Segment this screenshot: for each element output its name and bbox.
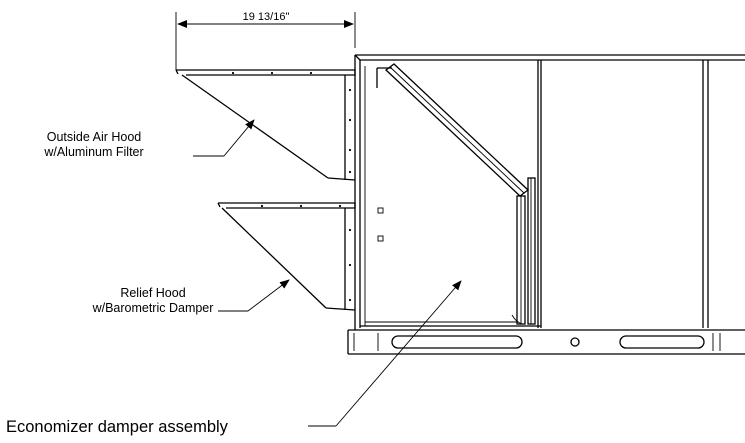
leader-relief-hood — [247, 279, 290, 312]
hood-screw — [348, 88, 352, 92]
leader-outside-air-hood — [223, 119, 255, 157]
relief-top-flange — [218, 202, 356, 209]
callout-economizer: Economizer damper assembly — [6, 280, 462, 436]
lifting-hole — [570, 337, 580, 347]
callout-relief-hood: Relief Hood w/Barometric Damper — [92, 279, 290, 315]
outside-air-hood — [175, 69, 356, 181]
hood-lip — [175, 69, 179, 75]
mount-bolt — [377, 207, 384, 214]
relief-screw — [260, 204, 264, 208]
damper-hook — [511, 314, 523, 325]
callout-outside-air-hood-line1: Outside Air Hood — [47, 130, 142, 144]
leader-economizer — [335, 280, 462, 427]
hood-screw — [231, 71, 235, 75]
callout-relief-hood-line1: Relief Hood — [120, 286, 185, 300]
relief-screw — [299, 204, 303, 208]
hood-screw — [309, 71, 313, 75]
hood-screw — [348, 148, 352, 152]
damper-frame-right — [527, 177, 536, 325]
relief-screw — [338, 204, 342, 208]
relief-screw — [348, 298, 352, 302]
forklift-slot-left — [391, 335, 523, 349]
relief-screw — [348, 228, 352, 232]
economizer-damper — [376, 63, 536, 325]
relief-lip — [217, 202, 221, 208]
relief-bottom — [325, 307, 356, 311]
hood-screw — [270, 71, 274, 75]
forklift-slot-right — [619, 335, 705, 349]
dimension-indicator: 19 13/16" — [175, 11, 356, 70]
hood-slope — [181, 74, 329, 179]
dimension-label: 19 13/16" — [243, 11, 290, 23]
relief-screw — [348, 263, 352, 267]
callout-outside-air-hood-line2: w/Aluminum Filter — [43, 145, 143, 159]
callout-relief-hood-line2: w/Barometric Damper — [92, 301, 214, 315]
callout-economizer-label: Economizer damper assembly — [6, 418, 229, 436]
relief-slope — [221, 207, 327, 309]
hood-screw — [348, 170, 352, 174]
hood-bottom — [327, 177, 356, 181]
cabinet-corner — [354, 54, 361, 61]
relief-hood — [217, 202, 356, 311]
damper-top-bracket — [376, 67, 392, 88]
mount-bolt — [377, 235, 384, 242]
damper-blade-centerline — [389, 66, 525, 194]
base-rail — [347, 329, 745, 355]
hood-top-flange — [176, 69, 356, 76]
callout-outside-air-hood: Outside Air Hood w/Aluminum Filter — [43, 119, 255, 159]
hood-screw — [348, 118, 352, 122]
unit-cabinet — [354, 54, 745, 330]
